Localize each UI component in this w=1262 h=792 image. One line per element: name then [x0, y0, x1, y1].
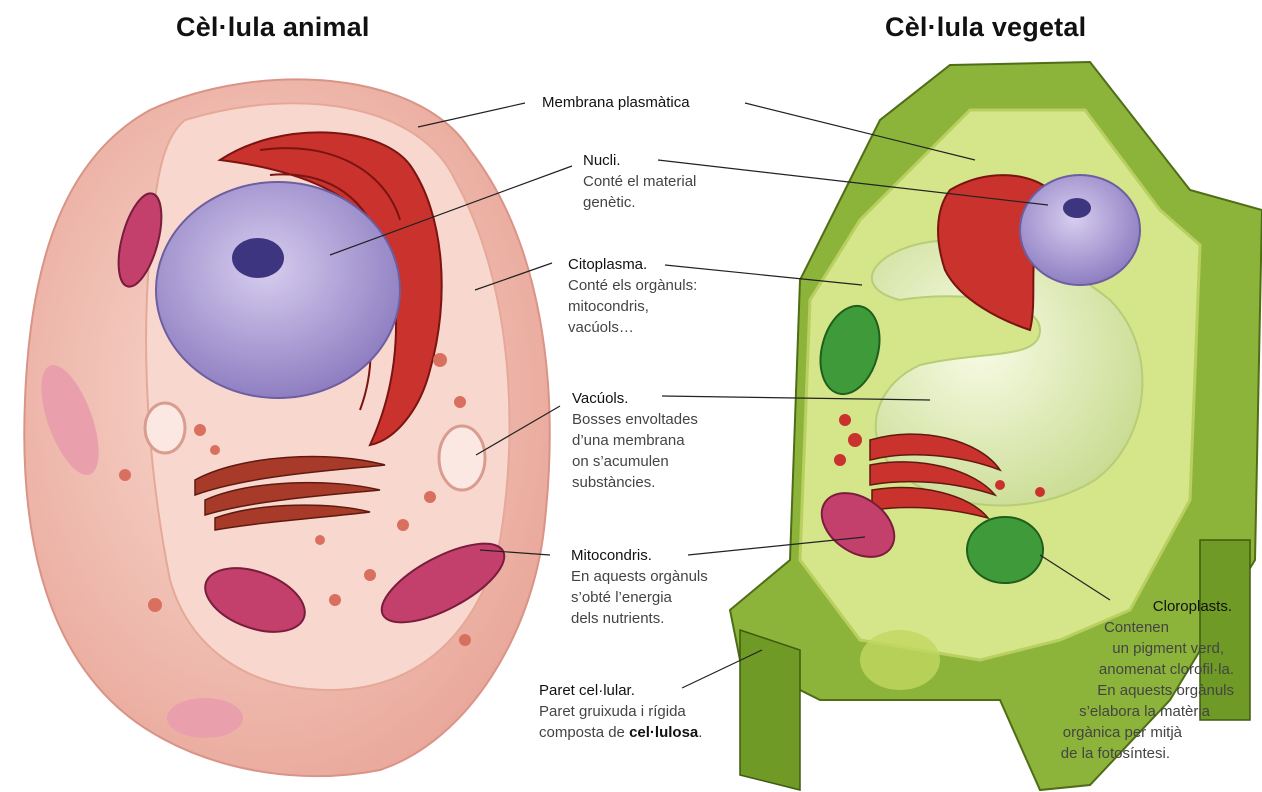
- plant-nucleolus: [1063, 198, 1091, 218]
- label-cloroplasts-desc-2: un pigment verd,: [1061, 638, 1224, 659]
- label-mitocondris-desc-2: s’obté l’energia: [571, 587, 708, 608]
- label-cloroplasts-desc-7: de la fotosíntesi.: [1061, 743, 1170, 764]
- animal-cell: [24, 79, 549, 776]
- label-nucli-desc-2: genètic.: [583, 192, 696, 213]
- animal-nucleolus: [232, 238, 284, 278]
- label-mitocondris-desc-3: dels nutrients.: [571, 608, 708, 629]
- label-cloroplasts-desc-5: s’elabora la matèria: [1061, 701, 1210, 722]
- label-nucli: Nucli. Conté el material genètic.: [583, 150, 696, 213]
- label-citoplasma-desc-3: vacúols…: [568, 317, 697, 338]
- label-paret-head: Paret cel·lular.: [539, 680, 702, 701]
- label-vacuols-head: Vacúols.: [572, 388, 698, 409]
- label-paret-desc-2c: .: [698, 724, 702, 741]
- label-cloroplasts: Cloroplasts. Contenen un pigment verd, a…: [1061, 596, 1234, 764]
- label-vacuols-desc-2: d’una membrana: [572, 430, 698, 451]
- label-paret-cellular: Paret cel·lular. Paret gruixuda i rígida…: [539, 680, 702, 743]
- label-paret-desc-1: Paret gruixuda i rígida: [539, 701, 702, 722]
- label-membrana-head: Membrana plasmàtica: [542, 94, 690, 111]
- animal-nucleus: [156, 182, 400, 398]
- label-paret-desc-2a: composta de: [539, 724, 629, 741]
- label-nucli-desc-1: Conté el material: [583, 171, 696, 192]
- label-citoplasma-desc-1: Conté els orgànuls:: [568, 275, 697, 296]
- label-cloroplasts-desc-6: orgànica per mitjà: [1061, 722, 1182, 743]
- plant-chloroplast-2: [967, 517, 1043, 583]
- label-mitocondris-head: Mitocondris.: [571, 545, 708, 566]
- label-vacuols: Vacúols. Bosses envoltades d’una membran…: [572, 388, 698, 493]
- label-vacuols-desc-4: substàncies.: [572, 472, 698, 493]
- plant-lower-vesicle: [860, 630, 940, 690]
- label-mitocondris: Mitocondris. En aquests orgànuls s’obté …: [571, 545, 708, 629]
- animal-lysosome-bottom: [167, 698, 243, 738]
- label-cloroplasts-desc-1: Contenen: [1061, 617, 1169, 638]
- label-mitocondris-desc-1: En aquests orgànuls: [571, 566, 708, 587]
- label-citoplasma-desc-2: mitocondris,: [568, 296, 697, 317]
- animal-vacuole-left: [145, 403, 185, 453]
- label-vacuols-desc-3: on s’acumulen: [572, 451, 698, 472]
- plant-nucleus: [1020, 175, 1140, 285]
- label-vacuols-desc-1: Bosses envoltades: [572, 409, 698, 430]
- label-cloroplasts-desc-4: En aquests orgànuls: [1061, 680, 1234, 701]
- label-cloroplasts-desc-3: anomenat clorofil·la.: [1061, 659, 1234, 680]
- label-nucli-head: Nucli.: [583, 150, 696, 171]
- label-citoplasma-head: Citoplasma.: [568, 254, 697, 275]
- label-paret-cellulosa: cel·lulosa: [629, 724, 698, 741]
- plant-wall-front-left: [740, 630, 800, 790]
- label-paret-desc-2: composta de cel·lulosa.: [539, 722, 702, 743]
- label-citoplasma: Citoplasma. Conté els orgànuls: mitocond…: [568, 254, 697, 338]
- animal-vacuole-right: [439, 426, 485, 490]
- label-membrana-plasmatica: Membrana plasmàtica: [542, 92, 690, 113]
- label-cloroplasts-head: Cloroplasts.: [1061, 596, 1232, 617]
